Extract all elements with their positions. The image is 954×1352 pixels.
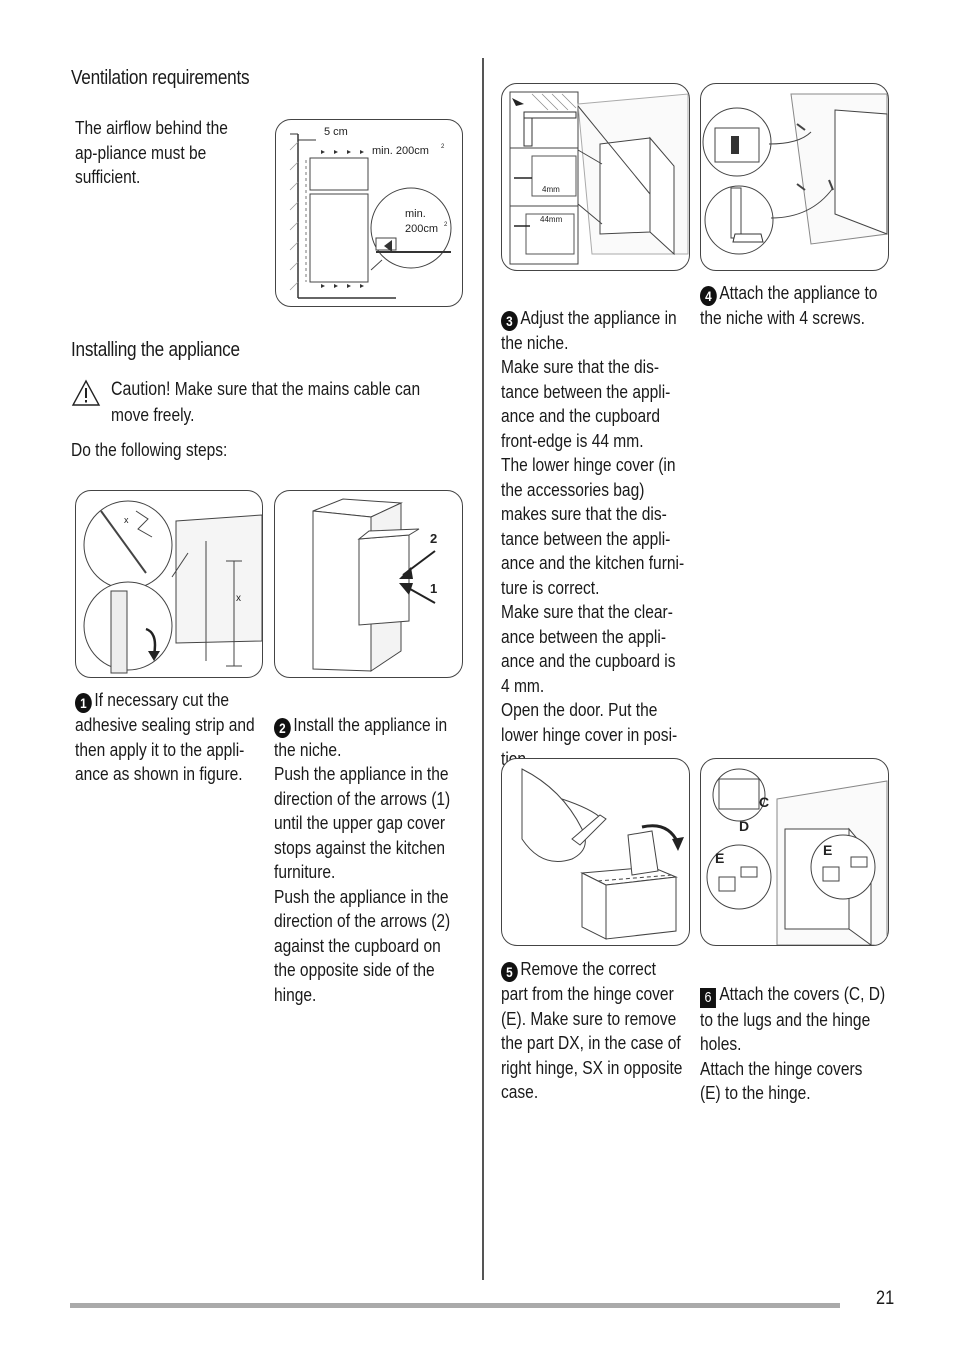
ventilation-figure: 5 cm min. 200cm 2 min. 200cm 2	[275, 119, 463, 307]
fig-label-e-right: E	[823, 842, 832, 858]
step-4-body: Attach the appliance to the niche with 4…	[700, 282, 878, 328]
steps-intro: Do the following steps:	[71, 439, 228, 460]
page-number: 21	[876, 1288, 895, 1309]
footer-rule	[70, 1303, 840, 1308]
fig-arrow-2: 2	[430, 531, 437, 546]
step-1-number: 1	[75, 693, 92, 713]
fig-sup-top: 2	[441, 144, 445, 150]
fig-x-left: x	[124, 515, 129, 525]
fig-label-d: D	[739, 818, 749, 834]
step-2-body: Install the appliance in the niche. Push…	[274, 713, 451, 1005]
caution-text: Caution! Make sure that the mains cable …	[111, 377, 457, 427]
fig-4mm: 4mm	[542, 185, 560, 194]
fig-label-e-left: E	[715, 850, 724, 866]
ventilation-heading: Ventilation requirements	[71, 67, 250, 89]
step-3-number: 3	[501, 310, 518, 331]
step-2-number: 2	[274, 717, 291, 738]
fig-sup-bottom: 2	[444, 222, 448, 228]
step-3-body: Adjust the appliance in the niche. Make …	[501, 306, 685, 770]
step-3-figure: 4mm 44mm	[501, 83, 690, 271]
fig-x-right: x	[236, 593, 241, 604]
fig-label-c: C	[759, 794, 769, 810]
fig-arrow-1: 1	[430, 581, 437, 596]
caution-label: Caution!	[111, 379, 171, 400]
fig-label-min-top: min. 200cm	[372, 145, 429, 157]
step-6-body: Attach the covers (C, D) to the lugs and…	[700, 982, 886, 1104]
fig-44mm: 44mm	[540, 215, 563, 224]
step-1-figure: x x	[75, 490, 263, 678]
step-5-figure	[501, 758, 690, 946]
step-4-number: 4	[700, 286, 717, 306]
caution-body: Make sure that the mains cable can move …	[111, 378, 421, 425]
step-5-number: 5	[501, 962, 518, 982]
step-2-figure: 2 1	[274, 490, 463, 678]
fig-label-min-bottom-1: min.	[405, 208, 426, 220]
step-1-body: If necessary cut the adhesive sealing st…	[75, 689, 255, 784]
step-4-figure	[700, 83, 889, 271]
fig-label-5cm: 5 cm	[324, 126, 348, 138]
installing-heading: Installing the appliance	[71, 339, 240, 361]
step-6-figure: C D E E	[700, 758, 889, 946]
column-divider	[482, 58, 484, 1280]
fig-label-min-bottom-2: 200cm	[405, 223, 438, 235]
step-6-number: 6	[700, 987, 716, 1008]
step-5-body: Remove the correct part from the hinge c…	[501, 958, 683, 1102]
ventilation-text: The airflow behind the ap-pliance must b…	[75, 117, 228, 187]
warning-icon	[71, 379, 101, 406]
